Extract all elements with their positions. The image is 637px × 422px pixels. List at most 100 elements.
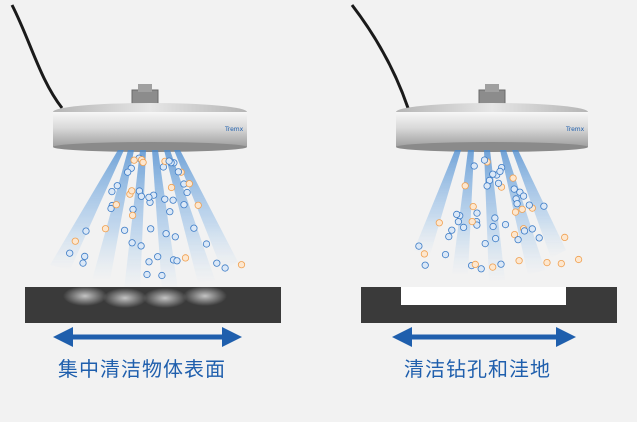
negative-ion	[121, 226, 129, 234]
negative-ion	[143, 270, 151, 279]
positive-ion	[112, 201, 120, 209]
right-ion-particles	[415, 156, 583, 273]
negative-ion	[528, 225, 536, 233]
right-ionizer-body	[396, 112, 588, 147]
negative-ion	[489, 222, 497, 231]
negative-ion	[173, 257, 181, 265]
negative-ion	[480, 156, 489, 164]
negative-ion	[137, 242, 145, 250]
right-cavity	[401, 287, 566, 305]
positive-ion	[510, 231, 519, 239]
positive-ion	[471, 260, 479, 268]
negative-ion	[525, 201, 533, 209]
negative-ion	[183, 188, 191, 197]
negative-ion	[497, 260, 505, 268]
negative-ion	[145, 193, 153, 201]
right-ion-beams	[414, 150, 566, 282]
positive-ion	[435, 219, 443, 227]
positive-ion	[489, 263, 497, 271]
negative-ion	[491, 214, 499, 222]
positive-ion	[561, 233, 569, 241]
negative-ion	[147, 225, 155, 233]
positive-ion	[185, 180, 193, 188]
positive-ion	[574, 255, 583, 264]
left-cable	[10, 4, 64, 109]
negative-ion	[128, 239, 136, 247]
positive-ion	[518, 205, 526, 213]
negative-ion	[180, 201, 188, 209]
positive-ion	[167, 183, 176, 192]
negative-ion	[221, 264, 229, 272]
negative-ion	[441, 251, 450, 259]
negative-ion	[129, 205, 137, 213]
negative-ion	[81, 252, 89, 260]
negative-ion	[165, 157, 173, 165]
positive-ion	[461, 182, 469, 190]
negative-ion	[415, 242, 423, 250]
positive-ion	[130, 156, 138, 164]
negative-ion	[174, 168, 182, 176]
negative-ion	[501, 221, 510, 229]
negative-ion	[459, 223, 468, 231]
negative-ion	[494, 179, 503, 187]
negative-ion	[166, 208, 174, 216]
positive-ion	[515, 257, 523, 265]
negative-ion	[483, 182, 491, 190]
positive-ion	[557, 259, 565, 268]
negative-ion	[82, 227, 90, 235]
negative-ion	[477, 265, 485, 273]
negative-ion	[481, 240, 489, 248]
positive-ion	[509, 174, 517, 182]
negative-ion	[514, 236, 522, 244]
left-ionizer-body	[53, 112, 247, 147]
negative-ion	[113, 182, 121, 190]
negative-ion	[520, 227, 529, 235]
negative-ion	[124, 168, 132, 176]
left-device-brand: Tremx	[224, 126, 244, 133]
negative-ion	[489, 170, 497, 178]
right-cable	[350, 4, 410, 109]
right-panel: Tremx	[350, 4, 617, 347]
negative-ion	[496, 167, 504, 175]
negative-ion	[154, 253, 162, 261]
negative-ion	[510, 185, 518, 193]
positive-ion	[129, 211, 137, 219]
negative-ion	[171, 233, 179, 241]
positive-ion	[181, 254, 190, 262]
negative-ion	[107, 204, 115, 213]
positive-ion	[468, 218, 476, 226]
negative-ion	[162, 230, 170, 238]
negative-ion	[213, 259, 221, 267]
positive-ion	[128, 187, 136, 195]
left-ion-beams	[50, 150, 238, 290]
positive-ion	[543, 258, 551, 267]
positive-ion	[511, 208, 520, 216]
positive-ion	[469, 203, 477, 211]
negative-ion	[470, 162, 478, 170]
positive-ion	[194, 201, 202, 209]
negative-ion	[540, 202, 548, 210]
negative-ion	[513, 200, 521, 208]
right-caption: 清洁钻孔和洼地	[404, 357, 551, 381]
negative-ion	[79, 259, 87, 267]
negative-ion	[519, 192, 528, 200]
negative-ion	[453, 210, 461, 218]
negative-ion	[448, 226, 456, 234]
negative-ion	[66, 249, 74, 257]
negative-ion	[202, 240, 211, 248]
positive-ion	[420, 250, 428, 258]
negative-ion	[454, 218, 462, 226]
negative-ion	[145, 258, 153, 266]
left-ion-particles	[66, 154, 246, 280]
positive-ion	[101, 225, 110, 233]
negative-ion	[137, 192, 145, 200]
right-device-brand: Tremx	[565, 126, 585, 133]
negative-ion	[161, 195, 169, 203]
negative-ion	[190, 224, 198, 232]
positive-ion	[71, 237, 79, 245]
positive-ion	[139, 158, 147, 166]
negative-ion	[535, 234, 543, 242]
positive-ion	[237, 261, 246, 269]
